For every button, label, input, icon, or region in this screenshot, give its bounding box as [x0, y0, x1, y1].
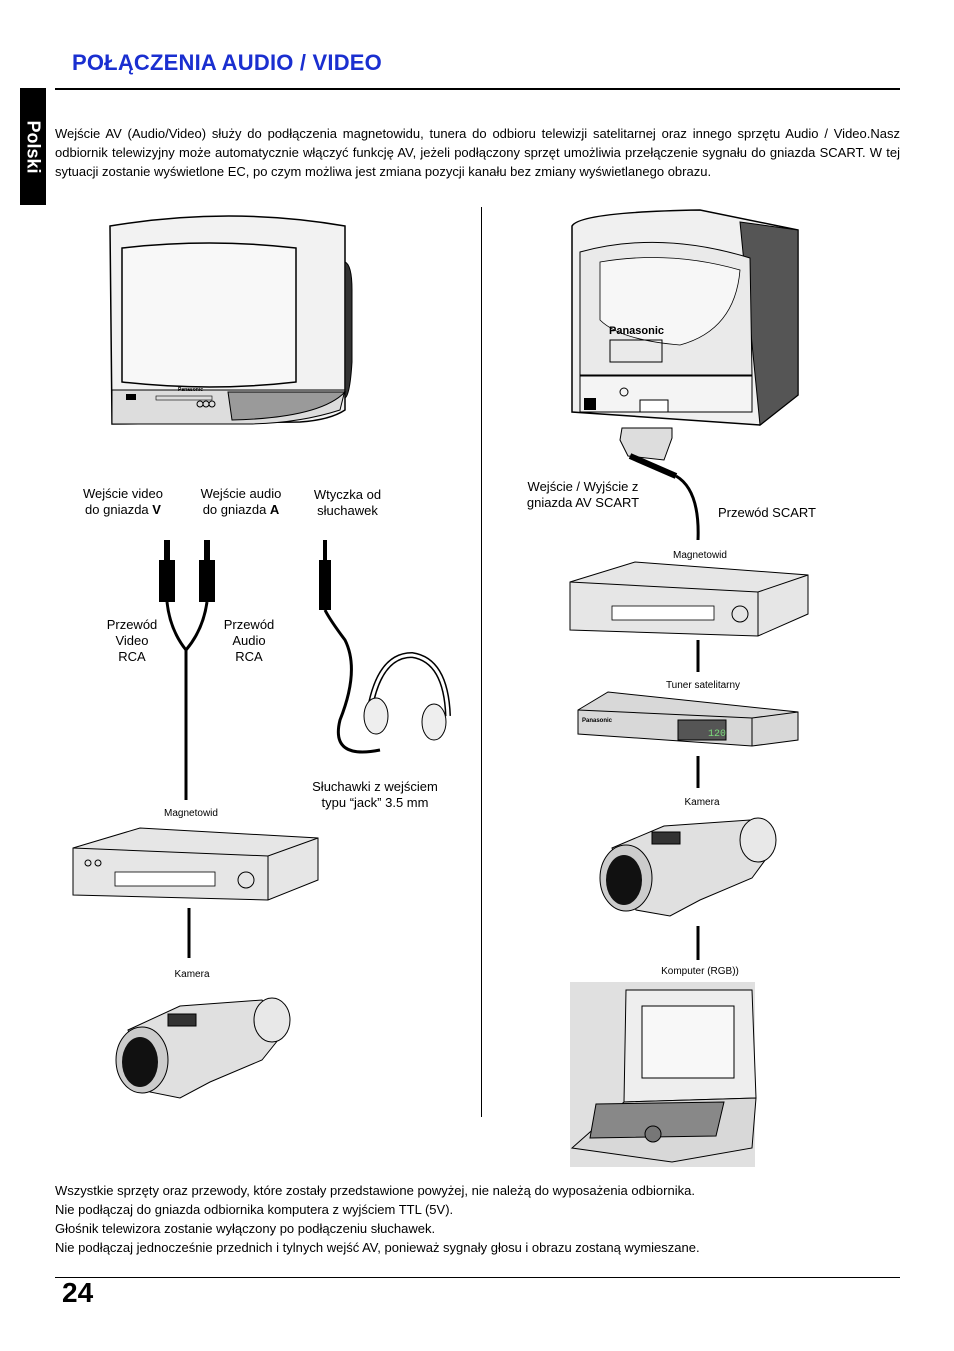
note-line: Wszystkie sprzęty oraz przewody, które z…	[55, 1183, 695, 1198]
vcr-right-illustration	[569, 561, 809, 637]
footer-rule	[55, 1277, 900, 1278]
camera-left-illustration	[115, 997, 291, 1099]
page-title: POŁĄCZENIA AUDIO / VIDEO	[72, 50, 382, 75]
audio-input-label: Wejście audio do gniazda A	[200, 486, 282, 517]
tv-rear-brand: Panasonic	[609, 325, 664, 337]
note-line: Nie podłączaj jednocześnie przednich i t…	[55, 1240, 700, 1255]
intro-paragraph: Wejście AV (Audio/Video) służy do podłąc…	[55, 126, 900, 179]
camera-right-illustration	[599, 817, 777, 917]
vcr-left-illustration	[72, 827, 319, 901]
rca-audio-cable-label: Przewód Audio RCA	[223, 617, 275, 664]
page-number: 24	[62, 1277, 94, 1308]
right-camera-label: Kamera	[684, 797, 720, 808]
sat-display: 120	[708, 729, 726, 740]
scart-io-label: Wejście / Wyjście z gniazda AV SCART	[526, 479, 640, 510]
headphones-illustration	[319, 540, 451, 754]
note-line: Nie podłączaj do gniazda odbiornika komp…	[55, 1202, 454, 1217]
tv-front-brand: Panasonic	[178, 387, 203, 393]
tv-rear-illustration: Panasonic	[571, 209, 799, 426]
note-line: Głośnik telewizora zostanie wyłączony po…	[55, 1221, 436, 1236]
notes-block: Wszystkie sprzęty oraz przewody, które z…	[55, 1181, 900, 1257]
sat-tuner-illustration: 120 Panasonic	[577, 691, 799, 747]
language-tab: Polski	[20, 88, 46, 205]
headphones-label: Słuchawki z wejściem typu “jack” 3.5 mm	[312, 779, 438, 810]
right-vcr-label: Magnetowid	[673, 550, 727, 561]
video-input-label: Wejście video do gniazda V	[83, 486, 163, 517]
computer-label: Komputer (RGB))	[661, 966, 739, 977]
laptop-illustration	[570, 982, 757, 1167]
sat-tuner-label: Tuner satelitarny	[665, 680, 741, 691]
tv-front-illustration: Panasonic	[109, 215, 353, 425]
left-camera-label: Kamera	[174, 969, 210, 980]
scart-cable-illustration	[619, 427, 700, 541]
column-divider	[481, 207, 482, 1117]
sat-brand: Panasonic	[582, 718, 613, 724]
headphone-plug-label: Wtyczka od słuchawek	[313, 487, 382, 518]
rca-video-cable-label: Przewód Video RCA	[106, 617, 158, 664]
left-vcr-label: Magnetowid	[164, 808, 218, 819]
header-rule	[55, 88, 900, 90]
scart-cable-label: Przewód SCART	[717, 505, 816, 520]
rca-cables-illustration	[159, 540, 215, 800]
